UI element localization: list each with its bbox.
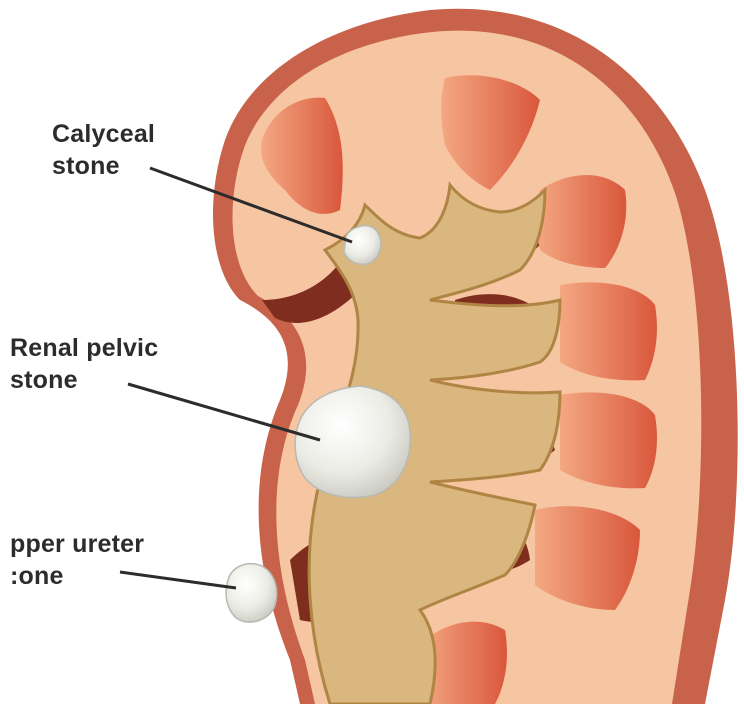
upper-ureter-stone-shape bbox=[226, 564, 277, 622]
calyceal-stone-shape bbox=[344, 226, 381, 265]
calyceal-stone-label-line1: Calyceal bbox=[52, 118, 155, 150]
renal-pyramid bbox=[560, 282, 657, 380]
renal-pyramid bbox=[560, 392, 657, 488]
renal-pelvic-stone-label-line1: Renal pelvic bbox=[10, 332, 158, 364]
calyceal-stone-label-line2: stone bbox=[52, 150, 155, 182]
upper-ureter-stone-label: pper ureter :one bbox=[10, 528, 144, 592]
renal-pyramid bbox=[536, 175, 626, 268]
renal-pyramid bbox=[535, 506, 640, 610]
renal-pelvic-stone-label-line2: stone bbox=[10, 364, 158, 396]
upper-ureter-stone-label-line1: pper ureter bbox=[10, 528, 144, 560]
upper-ureter-stone-label-line2: :one bbox=[10, 560, 144, 592]
renal-pelvic-stone-label: Renal pelvic stone bbox=[10, 332, 158, 396]
calyceal-stone-label: Calyceal stone bbox=[52, 118, 155, 182]
renal-pelvic-stone-shape bbox=[295, 386, 410, 497]
